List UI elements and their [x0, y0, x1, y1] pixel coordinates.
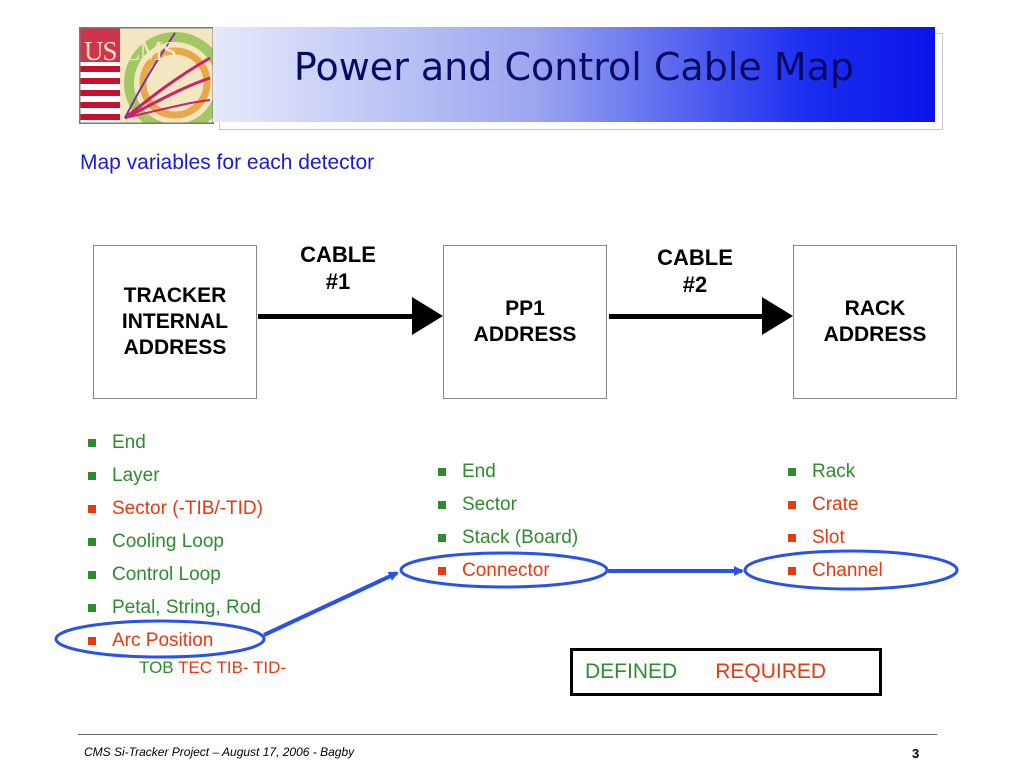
list-item: Layer — [82, 465, 263, 498]
list-item: Petal, String, Rod — [82, 597, 263, 630]
list-item-text: End — [112, 432, 146, 453]
note-defined: TOB — [139, 658, 174, 677]
logo-text: US CMS — [84, 36, 177, 66]
tracker-internal-address-box: TRACKER INTERNAL ADDRESS — [93, 245, 257, 399]
list-item-text: Stack (Board) — [462, 527, 579, 548]
list-item-text: Cooling Loop — [112, 531, 224, 552]
bullet-icon — [88, 505, 96, 513]
list-item-text: Crate — [812, 494, 859, 515]
bullet-icon — [438, 567, 446, 575]
list-item: Stack (Board) — [432, 527, 578, 560]
cable-1-arrow — [258, 297, 443, 335]
title-bar — [213, 27, 935, 122]
tracker-note: TOB TEC TIB- TID- — [139, 658, 286, 678]
tracker-variable-list: End Layer Sector (-TIB/-TID) Cooling Loo… — [82, 432, 263, 663]
legend-defined: DEFINED — [585, 660, 678, 683]
slide-subtitle: Map variables for each detector — [80, 151, 375, 174]
cable-label-line: CABLE — [657, 245, 733, 270]
footer-text: CMS Si-Tracker Project – August 17, 2006… — [84, 745, 355, 759]
list-item-text: Arc Position — [112, 630, 214, 651]
bullet-icon — [438, 501, 446, 509]
list-item-text: Sector (-TIB/-TID) — [112, 498, 263, 519]
bullet-icon — [438, 534, 446, 542]
list-item: Cooling Loop — [82, 531, 263, 564]
cable-label-line: CABLE — [300, 242, 376, 267]
bullet-icon — [438, 468, 446, 476]
us-cms-logo: US CMS — [79, 27, 214, 124]
list-item: End — [432, 461, 578, 494]
box-line: ADDRESS — [123, 336, 227, 359]
box-line: ADDRESS — [823, 323, 927, 346]
bullet-icon — [88, 637, 96, 645]
box-line: PP1 — [505, 297, 545, 320]
cable-1-label: CABLE #1 — [283, 241, 393, 295]
pp1-address-box: PP1 ADDRESS — [443, 245, 607, 399]
list-item-text: Channel — [812, 560, 883, 581]
box-line: TRACKER — [123, 284, 227, 307]
bullet-icon — [88, 571, 96, 579]
bullet-icon — [88, 604, 96, 612]
rack-variable-list: Rack Crate Slot Channel — [782, 461, 883, 593]
list-item-text: Petal, String, Rod — [112, 597, 261, 618]
list-item: Sector (-TIB/-TID) — [82, 498, 263, 531]
list-item: Channel — [782, 560, 883, 593]
legend-required: REQUIRED — [715, 660, 827, 683]
list-item: Sector — [432, 494, 578, 527]
box-line: ADDRESS — [473, 323, 577, 346]
list-item: Control Loop — [82, 564, 263, 597]
list-item-text: Sector — [462, 494, 517, 515]
rack-address-box: RACK ADDRESS — [793, 245, 957, 399]
box-line: RACK — [844, 297, 906, 320]
list-item: Connector — [432, 560, 578, 593]
list-item-text: Connector — [462, 560, 550, 581]
bullet-icon — [788, 567, 796, 575]
footer-divider — [78, 734, 937, 735]
arc-to-connector-arrow — [263, 571, 399, 637]
cable-2-label: CABLE #2 — [640, 244, 750, 298]
us-cms-logo-icon — [80, 28, 213, 123]
list-item: End — [82, 432, 263, 465]
list-item-text: Rack — [812, 461, 856, 482]
list-item-text: Control Loop — [112, 564, 221, 585]
note-required: TEC TIB- TID- — [178, 658, 287, 677]
cable-label-line: #1 — [325, 269, 351, 294]
cable-2-arrow — [609, 297, 793, 335]
list-item: Crate — [782, 494, 883, 527]
list-item-text: Slot — [812, 527, 845, 548]
list-item-text: End — [462, 461, 496, 482]
slide-title: Power and Control Cable Map — [293, 45, 855, 89]
cable-label-line: #2 — [682, 272, 708, 297]
list-item: Slot — [782, 527, 883, 560]
bullet-icon — [788, 468, 796, 476]
bullet-icon — [788, 534, 796, 542]
bullet-icon — [88, 472, 96, 480]
box-line: INTERNAL — [121, 310, 229, 333]
page-number: 3 — [912, 746, 920, 761]
pp1-variable-list: End Sector Stack (Board) Connector — [432, 461, 578, 593]
list-item: Rack — [782, 461, 883, 494]
bullet-icon — [788, 501, 796, 509]
list-item-text: Layer — [112, 465, 160, 486]
bullet-icon — [88, 538, 96, 546]
bullet-icon — [88, 439, 96, 447]
legend-box: DEFINED REQUIRED — [570, 648, 882, 696]
